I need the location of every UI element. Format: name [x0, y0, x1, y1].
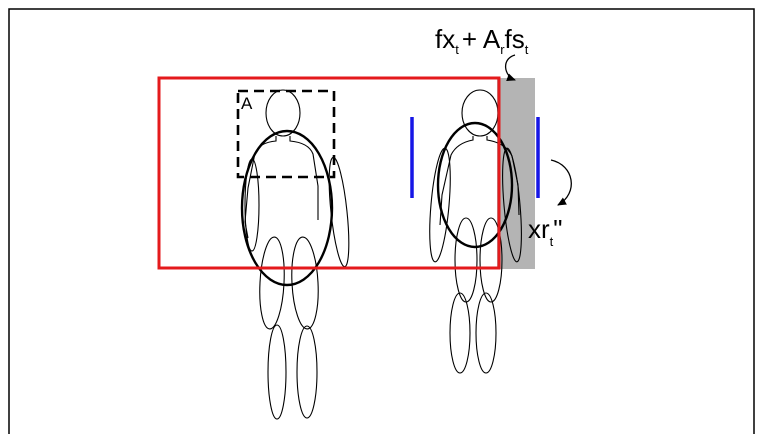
arrow-curved-icon	[551, 160, 571, 205]
left-head	[266, 90, 300, 136]
top-formula-s1: t	[455, 42, 459, 57]
right-shin-right	[476, 293, 496, 373]
left-arm-right	[325, 156, 352, 267]
box-a-label: A	[241, 94, 253, 113]
right-formula: xrt"	[528, 214, 563, 249]
frame-border	[9, 9, 754, 434]
top-formula-p3: fs	[505, 24, 525, 54]
right-thigh-left	[455, 218, 477, 302]
top-formula-p1: fx	[435, 24, 455, 54]
arrow-curved-icon	[506, 55, 515, 80]
right-formula-p2: "	[553, 214, 562, 244]
left-person-figure	[242, 90, 353, 419]
right-formula-p1: xr	[528, 214, 550, 244]
left-shin-right	[297, 326, 317, 418]
top-formula-s3: t	[525, 42, 529, 57]
right-shin-left	[450, 293, 470, 373]
top-formula: fxt+ Arfst	[435, 24, 529, 57]
left-shin-left	[268, 325, 286, 419]
left-thigh-left	[258, 236, 287, 329]
top-formula-p2: + A	[462, 24, 501, 54]
